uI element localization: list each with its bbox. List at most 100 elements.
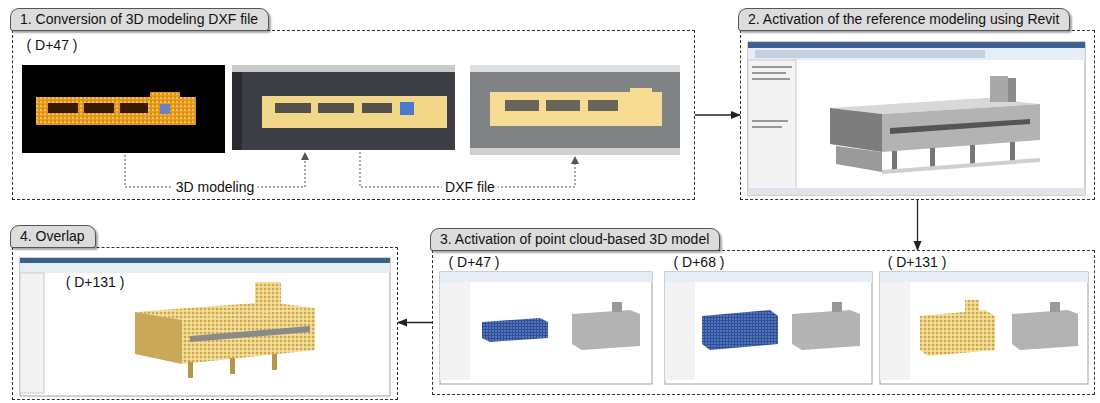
timeline-screenshot-part <box>792 310 860 350</box>
modeling-screenshot-part <box>318 103 354 113</box>
revit-screenshot <box>748 42 1085 195</box>
timeline-screenshot-part <box>965 300 979 312</box>
overlap-screenshot-part <box>20 258 390 263</box>
revit-screenshot-part <box>882 158 1040 174</box>
revit-screenshot-part <box>890 119 1030 134</box>
dxf-screenshot <box>470 65 680 155</box>
revit-screenshot-part <box>882 104 1040 152</box>
overlap-screenshot-part <box>20 263 390 273</box>
dxf-screenshot-part <box>630 88 652 98</box>
timeline-screenshot-part <box>1050 302 1060 312</box>
date-label: ( D+47 ) <box>446 254 503 270</box>
timeline-screenshot-part <box>880 282 910 380</box>
date-label: ( D+47 ) <box>24 37 81 53</box>
point-cloud-screenshot-part <box>120 103 148 113</box>
dxf-screenshot-part <box>588 100 618 111</box>
revit-screenshot-part <box>892 151 897 171</box>
timeline-screenshot-part <box>572 310 640 350</box>
revit-screenshot-part <box>1010 142 1015 162</box>
process-panel: 1. Conversion of 3D modeling DXF file <box>12 30 695 200</box>
modeling-screenshot-part <box>232 65 455 150</box>
revit-screenshot-part <box>752 72 786 74</box>
timeline-screenshot-part <box>702 310 778 350</box>
modeling-screenshot-part <box>232 65 455 72</box>
timeline-screenshot-part <box>665 272 872 384</box>
modeling-screenshot-part <box>362 103 392 113</box>
overlap-screenshot-part <box>20 273 44 393</box>
dxf-screenshot-part <box>470 148 680 155</box>
modeling-screenshot <box>232 65 455 150</box>
modeling-screenshot-part <box>262 96 447 128</box>
timeline-screenshot <box>880 272 1088 384</box>
revit-screenshot-part <box>752 126 782 128</box>
timeline-screenshot-part <box>612 302 622 312</box>
dxf-screenshot-part <box>470 65 680 72</box>
flow-arrow <box>917 200 918 250</box>
flow-arrow <box>398 322 432 323</box>
overlap-screenshot-part <box>182 308 315 364</box>
overlap-screenshot-part <box>188 362 193 378</box>
modeling-screenshot-part <box>275 103 311 113</box>
revit-screenshot-part <box>748 188 1085 195</box>
timeline-screenshot <box>440 272 652 384</box>
date-label: ( D+68 ) <box>671 254 728 270</box>
dxf-screenshot-part <box>470 65 680 155</box>
step-label: DXF file <box>442 179 498 195</box>
date-label: ( D+131 ) <box>885 254 950 270</box>
process-panel: 2. Activation of the reference modeling … <box>740 30 1095 200</box>
dxf-screenshot-part <box>505 100 539 111</box>
panel-heading: 3. Activation of point cloud-based 3D mo… <box>430 228 720 251</box>
revit-screenshot-part <box>930 148 935 168</box>
timeline-screenshot-part <box>880 272 1088 384</box>
revit-screenshot-part <box>748 42 1085 48</box>
timeline-screenshot-part <box>665 272 872 282</box>
overlap-screenshot-part <box>190 326 310 342</box>
point-cloud-screenshot-part <box>84 103 114 113</box>
revit-screenshot-part <box>752 78 790 80</box>
revit-screenshot-part <box>752 120 788 122</box>
revit-screenshot-part <box>748 48 1085 60</box>
revit-screenshot-part <box>752 66 792 68</box>
overlap-screenshot-part <box>255 282 281 308</box>
revit-screenshot-part <box>836 146 882 172</box>
process-panel: 4. Overlap <box>12 247 398 400</box>
modeling-screenshot-part <box>400 102 414 115</box>
overlap-screenshot <box>20 258 390 396</box>
overlap-screenshot-part <box>135 312 182 364</box>
panel-heading: 2. Activation of the reference modeling … <box>738 8 1070 31</box>
process-panel: 3. Activation of point cloud-based 3D mo… <box>432 250 1095 395</box>
revit-screenshot-part <box>1008 78 1016 102</box>
dxf-screenshot-part <box>546 100 580 111</box>
timeline-screenshot <box>665 272 872 384</box>
flow-arrow <box>695 114 740 115</box>
revit-screenshot-part <box>755 50 985 58</box>
timeline-screenshot-part <box>482 318 548 342</box>
date-label: ( D+131 ) <box>63 274 128 290</box>
panel-heading: 1. Conversion of 3D modeling DXF file <box>10 8 269 31</box>
overlap-screenshot-part <box>230 358 235 374</box>
timeline-screenshot-part <box>665 282 695 380</box>
point-cloud-screenshot-part <box>22 65 225 153</box>
revit-screenshot-part <box>990 76 1008 102</box>
point-cloud-screenshot-part <box>48 103 78 113</box>
revit-screenshot-part <box>970 145 975 165</box>
point-cloud-screenshot-part <box>150 92 180 102</box>
point-cloud-screenshot <box>22 65 225 153</box>
step-label: 3D modeling <box>173 179 258 195</box>
point-cloud-screenshot-part <box>160 104 170 114</box>
timeline-screenshot-part <box>920 310 995 356</box>
timeline-screenshot-part <box>440 272 652 384</box>
revit-screenshot-part <box>748 60 796 190</box>
panel-heading: 4. Overlap <box>10 225 96 248</box>
timeline-screenshot-part <box>832 302 842 312</box>
revit-screenshot-part <box>830 108 882 152</box>
overlap-screenshot-part <box>272 354 277 370</box>
timeline-screenshot-part <box>1012 310 1078 350</box>
timeline-screenshot-part <box>880 272 1088 282</box>
modeling-screenshot-part <box>232 72 242 150</box>
revit-screenshot-part <box>748 42 1085 195</box>
overlap-screenshot-part <box>20 258 390 396</box>
